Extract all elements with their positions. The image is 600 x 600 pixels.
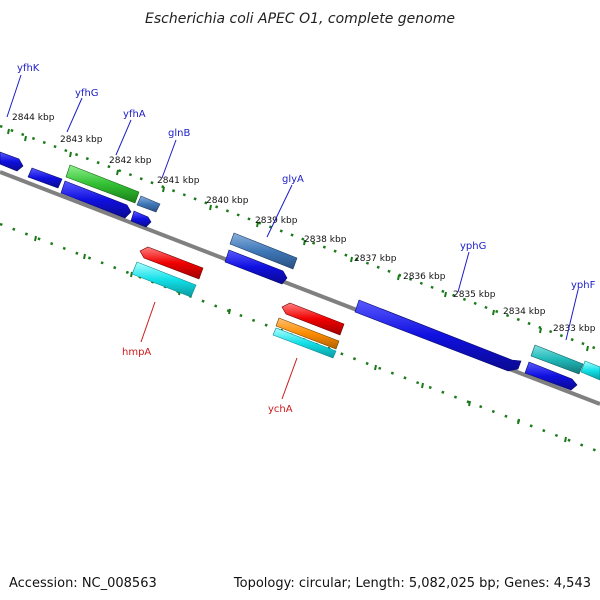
tick-label: 2840 kbp <box>206 196 249 206</box>
gene-ychA-red[interactable] <box>281 302 345 336</box>
gene-label-yphF[interactable]: yphF <box>571 280 596 291</box>
forward-strand-features <box>0 151 600 391</box>
tick-label: 2837 kbp <box>354 254 397 264</box>
accession-text: Accession: NC_008563 <box>9 576 157 591</box>
tick-label: 2836 kbp <box>403 272 446 282</box>
gene-yfhK[interactable] <box>0 151 24 172</box>
gene-glyA-cds[interactable] <box>224 249 288 285</box>
gene-yphF-cds[interactable] <box>524 361 578 391</box>
tick-label: 2843 kbp <box>60 135 103 145</box>
gene-hmpA-cyan[interactable] <box>131 261 197 298</box>
tick-label: 2842 kbp <box>109 156 152 166</box>
gene-label-glyA[interactable]: glyA <box>282 174 304 185</box>
tick-label: 2841 kbp <box>157 176 200 186</box>
gene-yphF-teal[interactable] <box>530 344 584 375</box>
gene-label-yfhA[interactable]: yfhA <box>123 109 146 120</box>
gene-glnB[interactable] <box>136 195 161 213</box>
gene-label-leaders <box>6 74 579 400</box>
gene-glyA[interactable] <box>229 232 298 270</box>
tick-label: 2844 kbp <box>12 113 55 123</box>
gene-label-ychA[interactable]: ychA <box>268 404 293 415</box>
ruler-major-ticks <box>7 128 589 352</box>
tick-label: 2835 kbp <box>453 290 496 300</box>
gene-yphG[interactable] <box>354 299 522 372</box>
gene-ychA-cyan[interactable] <box>272 327 337 359</box>
tick-label: 2838 kbp <box>304 235 347 245</box>
reverse-strand-features <box>131 246 345 359</box>
tick-label: 2833 kbp <box>553 324 596 334</box>
ruler-tick-labels: 2844 kbp 2843 kbp 2842 kbp 2841 kbp 2840… <box>12 113 596 334</box>
map-title: Escherichia coli APEC O1, complete genom… <box>145 11 455 27</box>
tick-label: 2834 kbp <box>503 307 546 317</box>
gene-label-glnB[interactable]: glnB <box>168 128 190 139</box>
gene-labels: yfhK yfhG yfhA glnB glyA yphG yphF hmpA … <box>17 63 596 415</box>
gene-green-cds[interactable] <box>65 164 140 204</box>
gene-ychA-orange[interactable] <box>275 317 340 350</box>
gene-yfhG[interactable] <box>27 167 63 189</box>
gene-yfhA[interactable] <box>60 180 132 219</box>
gene-yphF-cyan[interactable] <box>580 360 600 381</box>
tick-label: 2839 kbp <box>255 216 298 226</box>
gene-label-yphG[interactable]: yphG <box>460 241 486 252</box>
genome-summary-text: Topology: circular; Length: 5,082,025 bp… <box>233 576 591 591</box>
gene-small-blue[interactable] <box>130 210 152 228</box>
gene-label-hmpA[interactable]: hmpA <box>122 347 151 358</box>
gene-label-yfhK[interactable]: yfhK <box>17 63 40 74</box>
gene-label-yfhG[interactable]: yfhG <box>75 88 99 99</box>
gene-hmpA-red[interactable] <box>139 246 204 280</box>
